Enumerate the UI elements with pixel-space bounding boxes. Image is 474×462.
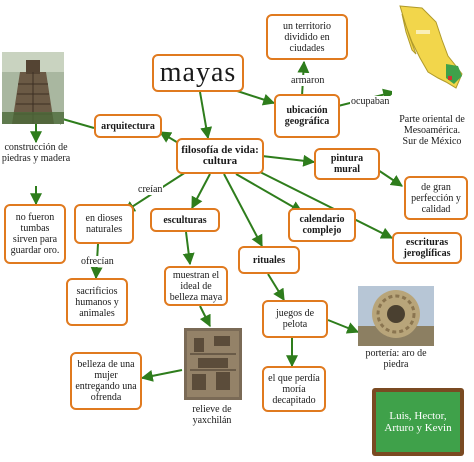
node-ideal[interactable]: muestran el ideal de belleza maya: [164, 266, 228, 306]
text-relieve: relieve de yaxchilán: [192, 404, 232, 426]
node-territorio[interactable]: un territorio dividido en ciudades: [266, 14, 348, 60]
node-juegos[interactable]: juegos de pelota: [262, 300, 328, 338]
yaxchilan-relief-image: [184, 328, 242, 400]
stone-ring-image: [358, 286, 434, 346]
node-esculturas[interactable]: esculturas: [150, 208, 220, 232]
node-dioses[interactable]: en dioses naturales: [74, 204, 134, 244]
edge-mayas-filosofia: [199, 91, 213, 140]
signature-chalkboard: Luis, Hector, Arturo y Kevin: [372, 388, 464, 456]
title-node-mayas[interactable]: mayas: [152, 54, 244, 92]
text-construccion: construcción de piedras y madera: [1, 142, 71, 164]
node-filosofia[interactable]: filosofía de vida: cultura: [176, 138, 264, 174]
edge-pintura-perfeccion: [377, 169, 403, 187]
edge-label-ocupaban: ocupaban: [350, 96, 391, 107]
edge-esculturas-ideal: [182, 231, 195, 266]
edge-label-ofrecian: ofrecían: [80, 256, 115, 267]
edge-ideal-relief: [199, 305, 211, 328]
signature-text: Luis, Hector, Arturo y Kevin: [376, 392, 460, 452]
edge-filosofia-esculturas: [191, 173, 211, 210]
edge-label-creian: creían: [137, 184, 164, 195]
node-perdia[interactable]: el que perdía moría decapitado: [262, 366, 326, 412]
edge-juegos-ring: [327, 319, 360, 334]
mexico-map-image: [392, 2, 470, 98]
node-sacrificios[interactable]: sacrificios humanos y animales: [66, 278, 128, 326]
edge-filosofia-rituales: [223, 173, 263, 248]
text-porteria: portería: aro de piedra: [365, 348, 427, 370]
node-escrituras[interactable]: escrituras jeroglíficas: [392, 232, 462, 264]
node-belleza[interactable]: belleza de una mujer entregando una ofre…: [70, 352, 142, 410]
text-parte-oriental: Parte oriental de Mesoamérica. Sur de Mé…: [399, 114, 465, 147]
node-arquitectura[interactable]: arquitectura: [94, 114, 162, 138]
edge-filosofia-calendario: [235, 173, 304, 213]
pyramid-image: [2, 52, 64, 124]
node-rituales[interactable]: rituales: [238, 246, 300, 274]
node-tumbas[interactable]: no fueron tumbas sirven para guardar oro…: [4, 204, 66, 264]
edge-relief-belleza: [140, 369, 183, 382]
edge-label-armaron: armaron: [290, 75, 326, 86]
node-perfeccion[interactable]: de gran perfección y calidad: [404, 176, 468, 220]
node-calendario[interactable]: calendario complejo: [288, 208, 356, 242]
edge-filosofia-pintura: [261, 154, 316, 167]
node-ubicacion[interactable]: ubicación geográfica: [274, 94, 340, 138]
node-pintura[interactable]: pintura mural: [314, 148, 380, 180]
edge-rituales-juegos: [267, 273, 285, 302]
edge-filosofia-escrituras: [255, 169, 394, 239]
